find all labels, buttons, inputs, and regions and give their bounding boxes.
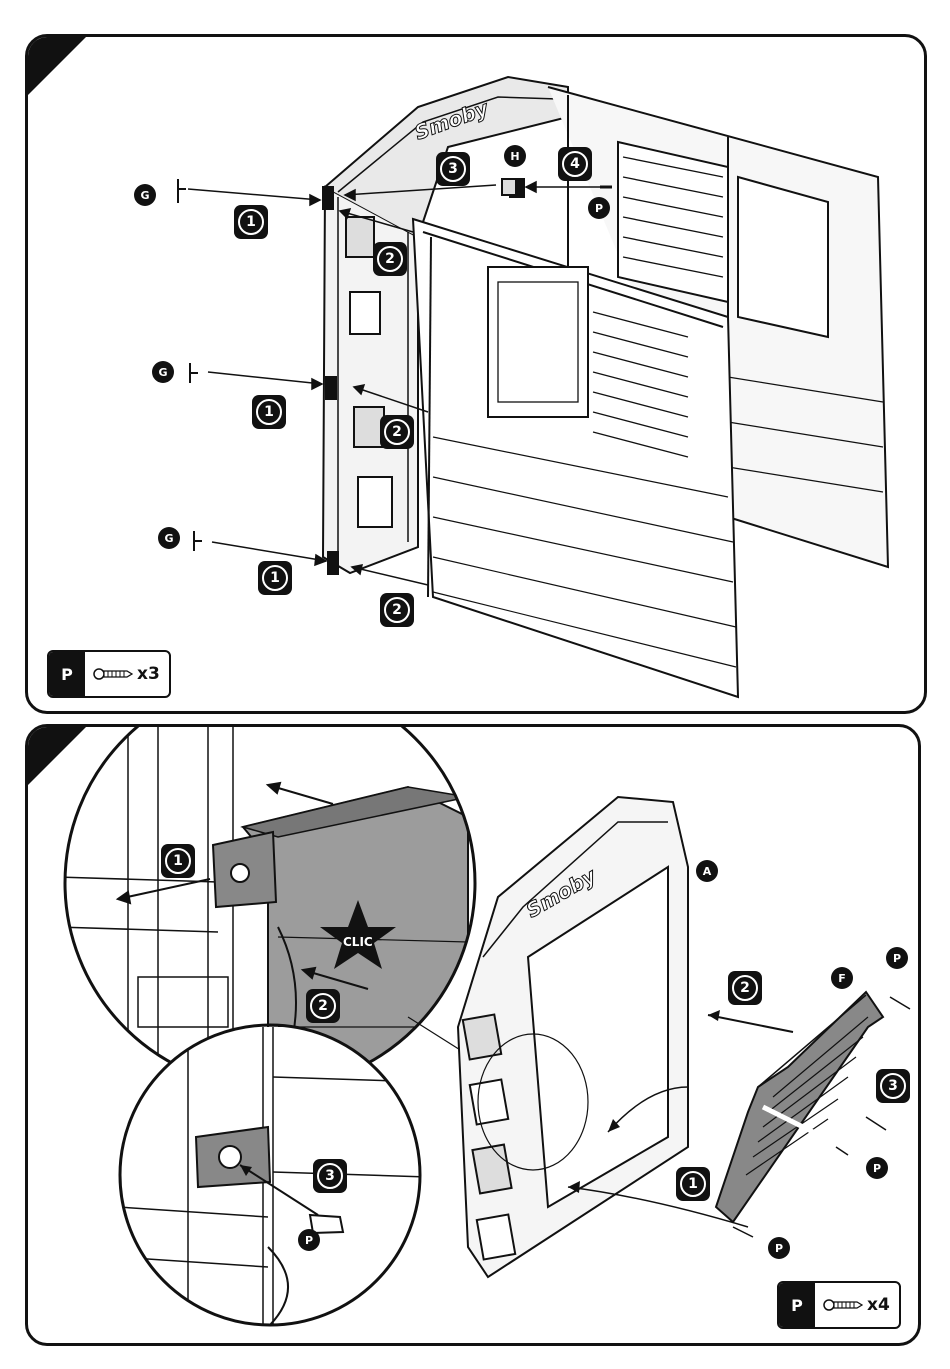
- step-badge: 2: [728, 971, 762, 1005]
- screw-icon: [823, 1298, 863, 1312]
- step-badge: 3: [436, 152, 470, 186]
- part-letter: P: [768, 1237, 790, 1259]
- step-badge: 2: [306, 989, 340, 1023]
- part-letter: P: [866, 1157, 888, 1179]
- screw-icon: [93, 667, 133, 681]
- step-badge: 2: [373, 242, 407, 276]
- part-letter: G: [134, 184, 156, 206]
- part-letter: G: [152, 361, 174, 383]
- step-badge: 1: [234, 205, 268, 239]
- part-letter: P: [886, 947, 908, 969]
- part-letter: P: [588, 197, 610, 219]
- step-badge: 1: [258, 561, 292, 595]
- step-badge: 4: [558, 147, 592, 181]
- part-letter: G: [158, 527, 180, 549]
- step-badge: 1: [252, 395, 286, 429]
- part-letter: F: [831, 967, 853, 989]
- clic-label: CLIC: [343, 935, 373, 949]
- parts-letter: P: [49, 652, 85, 696]
- parts-count-box: P x3: [47, 650, 171, 698]
- step-badge: 2: [380, 593, 414, 627]
- assembly-step-panel-1: Smoby 1 1 1 2 2 2 3 4 G G G H P P x3: [25, 34, 927, 714]
- parts-count-box: P x4: [777, 1281, 901, 1329]
- part-letter: A: [696, 860, 718, 882]
- part-letter: H: [504, 145, 526, 167]
- parts-quantity: x3: [137, 664, 160, 684]
- step-badge: 1: [161, 844, 195, 878]
- step-badge: 2: [380, 415, 414, 449]
- step-badge: 1: [676, 1167, 710, 1201]
- parts-letter: P: [779, 1283, 815, 1327]
- step-badge: 3: [876, 1069, 910, 1103]
- step-badge: 3: [313, 1159, 347, 1193]
- parts-quantity: x4: [867, 1295, 890, 1315]
- assembly-step-panel-2: Smoby 1 2 3 2 1 3 CLI: [25, 724, 921, 1346]
- part-letter: P: [298, 1229, 320, 1251]
